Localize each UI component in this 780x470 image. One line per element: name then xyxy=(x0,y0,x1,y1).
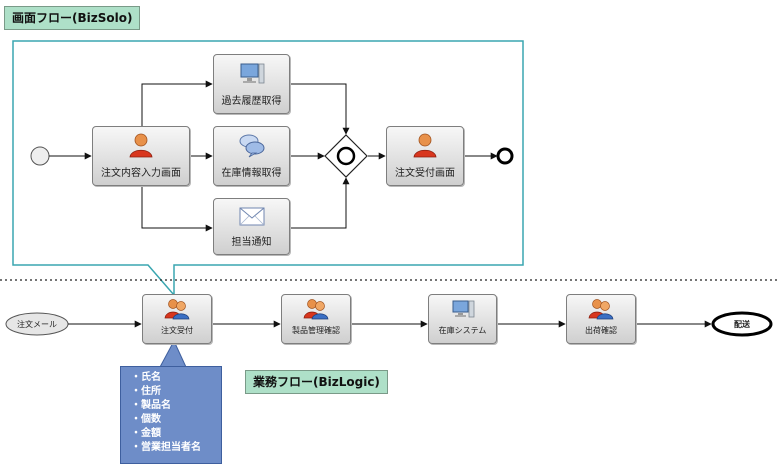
end-event xyxy=(496,147,514,165)
group-icon xyxy=(164,298,190,324)
group-icon xyxy=(588,298,614,324)
mail-icon xyxy=(238,204,266,232)
computer-icon xyxy=(238,60,266,90)
task-label: 注文受付 xyxy=(161,326,193,335)
task-label: 担当通知 xyxy=(231,237,272,248)
computer-icon xyxy=(450,298,476,324)
task-label: 注文受付画面 xyxy=(395,168,455,179)
task-order-input[interactable]: 注文内容入力画面 xyxy=(92,126,190,186)
screen-flow-connectors xyxy=(49,80,498,232)
task-product-check[interactable]: 製品管理確認 xyxy=(281,294,351,344)
task-shipping-check[interactable]: 出荷確認 xyxy=(566,294,636,344)
task-label: 在庫システム xyxy=(438,326,487,335)
task-notify[interactable]: 担当通知 xyxy=(213,198,290,255)
task-stock-system[interactable]: 在庫システム xyxy=(428,294,497,344)
task-order-accept-screen[interactable]: 注文受付画面 xyxy=(386,126,464,186)
task-label: 注文内容入力画面 xyxy=(101,168,181,179)
note-item: ・個数 xyxy=(131,414,161,425)
person-icon xyxy=(412,132,438,162)
data-items-note: ・氏名 ・住所 ・製品名 ・個数 ・金額 ・営業担当者名 xyxy=(120,366,222,464)
task-label: 製品管理確認 xyxy=(292,326,340,335)
screen-flow-frame xyxy=(12,40,524,298)
task-history[interactable]: 過去履歴取得 xyxy=(213,54,290,114)
screen-flow-label: 画面フロー(BizSolo) xyxy=(4,6,141,30)
person-icon xyxy=(128,132,154,162)
chat-icon xyxy=(238,132,266,162)
task-label: 出荷確認 xyxy=(585,326,617,335)
task-stock-info[interactable]: 在庫情報取得 xyxy=(213,126,290,186)
bf-end-event xyxy=(711,311,773,337)
business-flow-label: 業務フロー(BizLogic) xyxy=(245,370,388,394)
bf-start-event-label: 注文メール xyxy=(17,320,57,329)
note-item: ・住所 xyxy=(131,386,161,397)
note-item: ・製品名 xyxy=(131,400,171,411)
note-item: ・営業担当者名 xyxy=(131,442,201,453)
parallel-gateway xyxy=(324,134,368,178)
note-item: ・金額 xyxy=(131,428,161,439)
task-order-accept[interactable]: 注文受付 xyxy=(142,294,212,344)
group-icon xyxy=(303,298,329,324)
note-item: ・氏名 xyxy=(131,372,161,383)
task-label: 在庫情報取得 xyxy=(221,168,282,179)
note-callout-pointer xyxy=(159,339,187,368)
task-label: 過去履歴取得 xyxy=(221,96,282,107)
bf-end-event-label: 配送 xyxy=(734,320,750,329)
start-event xyxy=(30,146,50,166)
